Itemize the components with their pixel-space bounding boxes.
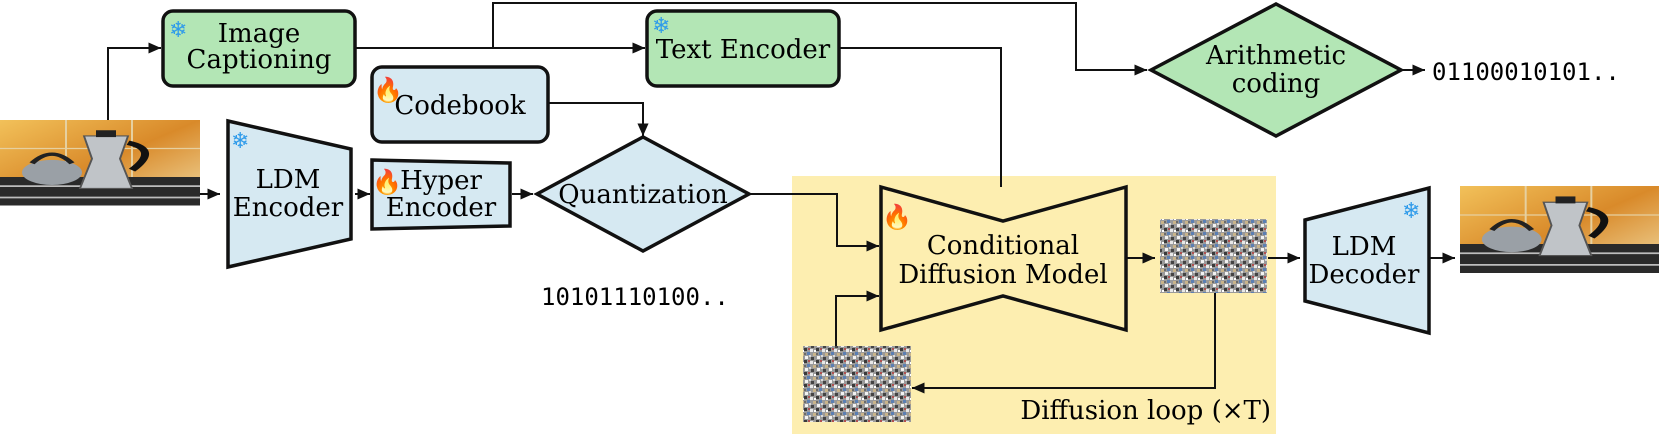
snowflake-icon: ❄: [652, 14, 670, 39]
arithmetic-coding-label-line1: Arithmetic: [1205, 41, 1346, 71]
conditional-diffusion-model-box: Conditional Diffusion Model 🔥: [879, 184, 1128, 333]
input-image: [0, 120, 200, 206]
arithmetic-coding-box: Arithmetic coding: [1147, 2, 1405, 138]
snowflake-icon: ❄: [169, 18, 187, 43]
text-encoder-box: Text Encoder ❄: [645, 9, 841, 88]
codebook-label: Codebook: [394, 91, 526, 121]
hyper-encoder-label-line2: Encoder: [386, 193, 497, 223]
flame-icon: 🔥: [882, 203, 912, 231]
reconstructed-image: [1460, 186, 1659, 273]
codebook-box: Codebook 🔥: [370, 65, 550, 144]
diffusion-model-label-line2: Diffusion Model: [898, 260, 1107, 290]
image-captioning-label-line1: Image: [218, 19, 300, 49]
flame-icon: 🔥: [372, 168, 402, 196]
diffusion-loop-label: Diffusion loop (×T): [1020, 396, 1271, 426]
ldm-encoder-label-line1: LDM: [256, 165, 321, 195]
hyper-encoder-box: Hyper Encoder 🔥: [370, 158, 512, 231]
denoised-latent-image: [1160, 219, 1267, 293]
noisy-latent-image: [803, 346, 911, 422]
ldm-encoder-label-line2: Encoder: [233, 193, 344, 223]
quantized-bitstream: 10101110100..: [541, 283, 729, 311]
ldm-decoder-box: LDM Decoder ❄: [1303, 185, 1431, 336]
quantization-box: Quantization: [533, 135, 753, 253]
text-encoder-label: Text Encoder: [656, 35, 831, 65]
ldm-encoder-box: LDM Encoder ❄: [226, 118, 353, 270]
diffusion-model-label-line1: Conditional: [927, 231, 1079, 261]
arithmetic-bitstream: 01100010101..: [1432, 58, 1620, 86]
ldm-decoder-label-line1: LDM: [1332, 232, 1397, 262]
image-captioning-box: Image Captioning ❄: [161, 9, 357, 88]
arithmetic-coding-label-line2: coding: [1232, 69, 1321, 99]
snowflake-icon: ❄: [231, 129, 249, 154]
flame-icon: 🔥: [373, 76, 403, 104]
ldm-decoder-label-line2: Decoder: [1309, 260, 1420, 290]
snowflake-icon: ❄: [1402, 199, 1420, 224]
image-captioning-label-line2: Captioning: [187, 45, 332, 75]
hyper-encoder-label-line1: Hyper: [400, 166, 482, 196]
quantization-label: Quantization: [558, 180, 728, 210]
